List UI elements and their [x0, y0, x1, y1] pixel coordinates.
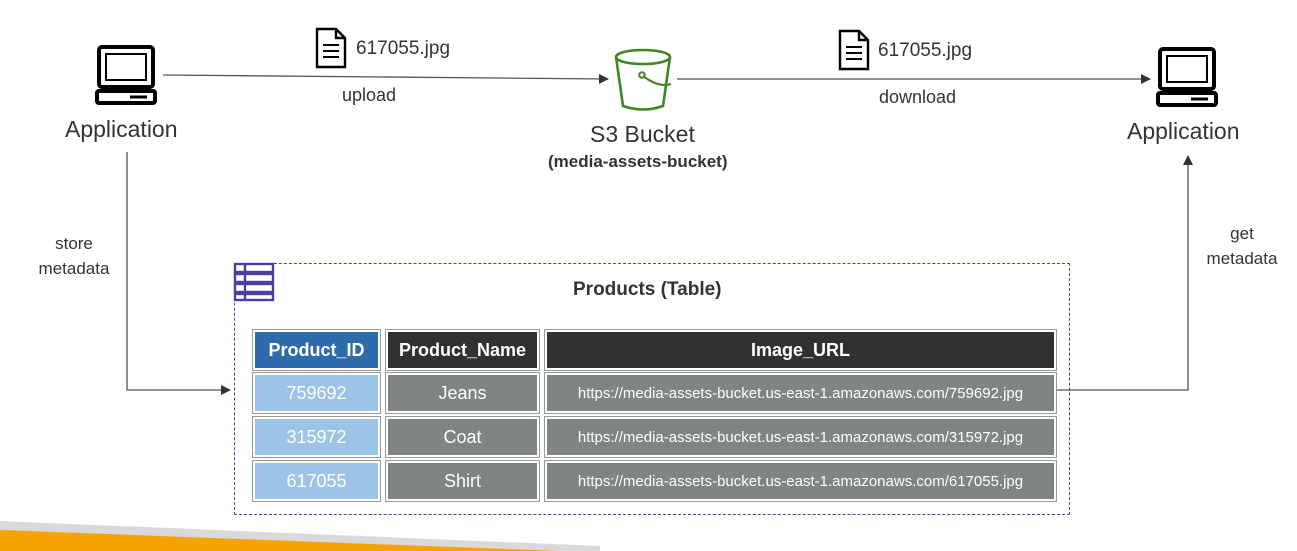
- target-application: Application: [1122, 42, 1254, 147]
- table-header-image-url: Image_URL: [544, 329, 1057, 371]
- products-table-container: [234, 263, 1070, 515]
- upload-label: upload: [342, 85, 397, 105]
- table-cell-product-id: 617055: [252, 460, 381, 502]
- s3-bucket-name: (media-assets-bucket): [548, 152, 728, 171]
- table-header-product-id: Product_ID: [252, 329, 381, 371]
- table-cell-product-id: 759692: [252, 372, 381, 414]
- document-icon: [315, 27, 347, 69]
- source-application-label: Application: [65, 116, 178, 142]
- download-file-name: 617055.jpg: [878, 40, 973, 61]
- table-cell-product-name: Coat: [385, 416, 540, 458]
- table-cell-image-url: https://media-assets-bucket.us-east-1.am…: [544, 416, 1057, 458]
- table-cell-image-url: https://media-assets-bucket.us-east-1.am…: [544, 372, 1057, 414]
- computer-icon: [1156, 47, 1218, 107]
- get-metadata-arrow: [1056, 155, 1193, 391]
- table-cell-image-url: https://media-assets-bucket.us-east-1.am…: [544, 460, 1057, 502]
- target-application-label: Application: [1127, 118, 1240, 144]
- table-cell-product-name: Shirt: [385, 460, 540, 502]
- get-metadata-label: get metadata: [1206, 224, 1278, 268]
- upload-file-name: 617055.jpg: [356, 38, 451, 59]
- s3-bucket-title: S3 Bucket: [590, 121, 695, 147]
- store-metadata-label: store metadata: [38, 234, 110, 278]
- store-metadata-arrow: [126, 152, 231, 395]
- table-cell-product-id: 315972: [252, 416, 381, 458]
- document-icon: [838, 29, 870, 71]
- s3-bucket-icon: [614, 48, 672, 111]
- download-label: download: [879, 87, 957, 107]
- table-header-product-name: Product_Name: [385, 329, 540, 371]
- table-icon: [233, 262, 275, 302]
- table-title: Products (Table): [573, 279, 722, 300]
- table-cell-product-name: Jeans: [385, 372, 540, 414]
- computer-icon: [95, 45, 157, 105]
- upload-arrow: [162, 73, 609, 84]
- source-application: Application: [60, 40, 192, 145]
